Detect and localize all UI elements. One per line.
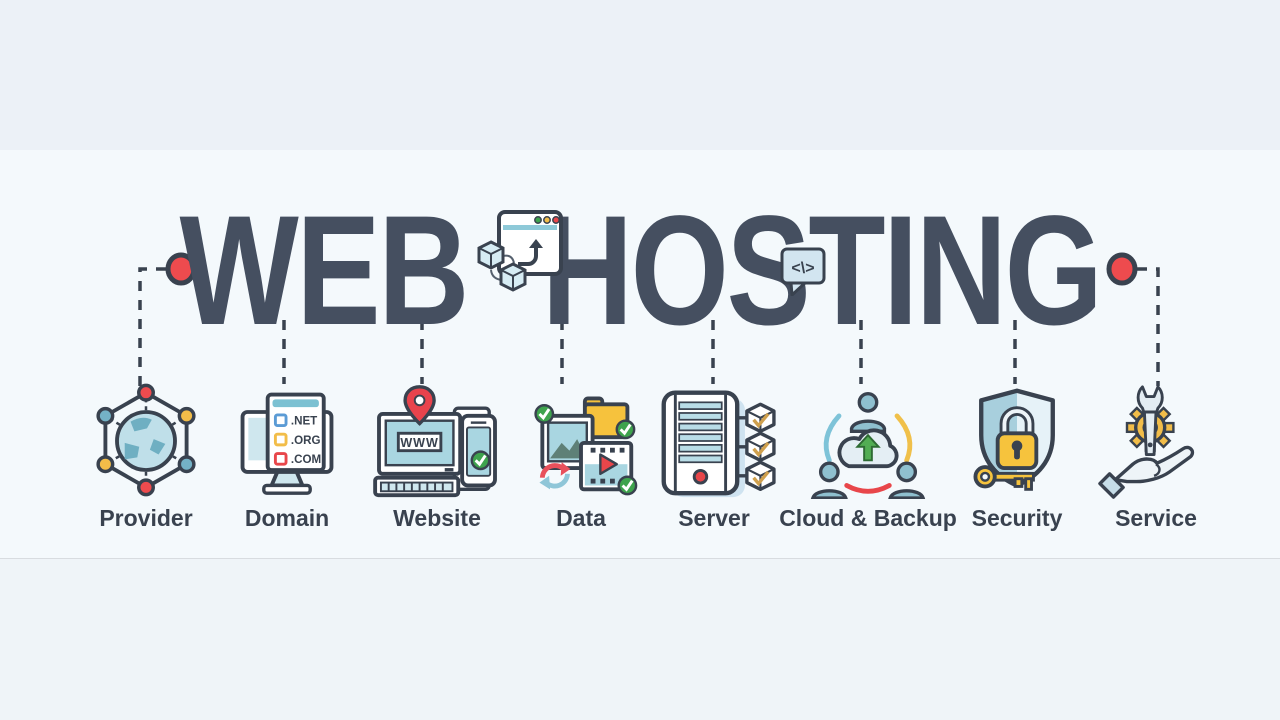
item-data: Data	[501, 383, 661, 532]
background-band-top	[0, 0, 1280, 150]
domain-com: .COM	[291, 453, 321, 466]
service-hand-icon	[1098, 385, 1195, 499]
cloud-backup-icon	[810, 391, 926, 499]
page-title: WEB HOSTING	[179, 184, 1103, 358]
security-shield-icon	[973, 388, 1055, 491]
code-glyph: <\>	[791, 260, 814, 277]
code-bubble-icon: <\>	[780, 247, 826, 296]
background-band-bottom	[0, 558, 1280, 720]
item-website: WWW Website	[357, 383, 517, 532]
browser-cubes-icon	[477, 210, 563, 292]
network-globe-icon	[96, 383, 196, 497]
item-label: Server	[678, 505, 750, 531]
item-server: Server	[634, 383, 794, 532]
domain-net: .NET	[291, 415, 317, 428]
item-label: Cloud & Backup	[779, 505, 957, 531]
item-label: Provider	[99, 505, 193, 531]
background-band-main	[0, 150, 1280, 558]
item-service: Service	[1076, 383, 1236, 532]
domain-monitor-icon: .NET .ORG .COM	[240, 392, 334, 495]
data-files-icon	[534, 396, 638, 496]
item-label: Security	[971, 505, 1063, 531]
item-label: Service	[1115, 505, 1197, 531]
item-label: Domain	[244, 505, 330, 531]
server-cubes-icon	[661, 390, 776, 498]
www-text: WWW	[400, 436, 438, 450]
item-security: Security	[937, 383, 1097, 532]
item-provider: Provider	[66, 383, 226, 532]
item-label: Website	[393, 505, 481, 531]
website-devices-icon: WWW	[373, 385, 497, 498]
item-label: Data	[556, 505, 606, 531]
domain-org: .ORG	[291, 434, 321, 447]
item-domain: .NET .ORG .COM Domain	[207, 383, 367, 532]
item-cloud-backup: Cloud & Backup	[779, 383, 957, 532]
